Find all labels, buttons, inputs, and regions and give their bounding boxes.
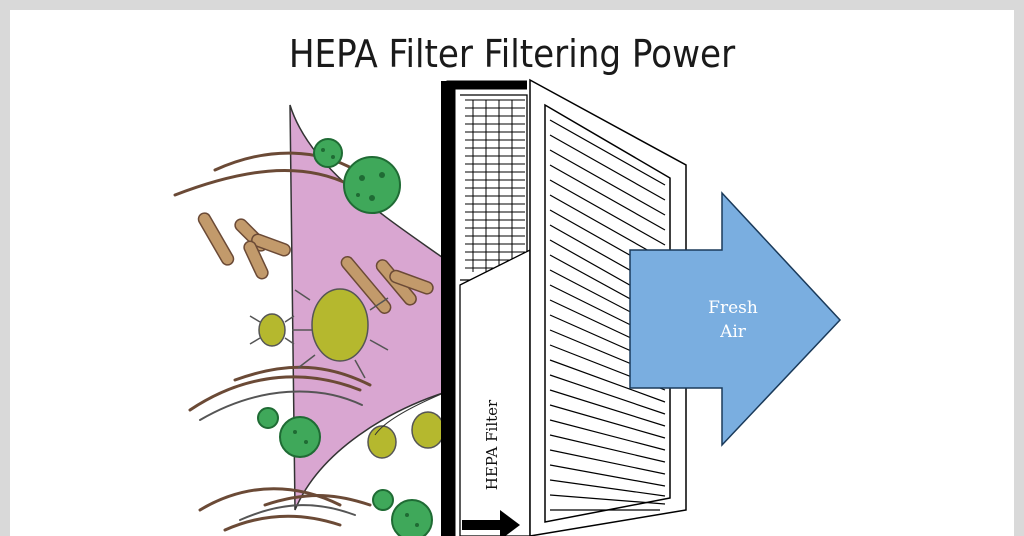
virus-icon [293,148,419,527]
arrow-right-icon [462,510,520,536]
bacteria-icon [197,212,434,314]
virus-icon [257,138,433,536]
diagram-panel: HEPA Filter Filtering Power [10,10,1014,536]
hair-strand-icon [173,151,372,532]
hair-strand-icon [199,390,363,521]
hepa-filter-label: HEPA Filter [482,390,502,500]
diagram-title: HEPA Filter Filtering Power [288,32,736,76]
fresh-air-label-line2: Air [720,322,746,342]
fresh-air-arrow [629,191,842,447]
hepa-filter-illustration [173,78,842,536]
fresh-air-label-line1: Fresh [708,298,758,318]
dust-mite-icon [249,288,445,459]
hepa-filter-label-text: HEPA Filter [483,399,501,491]
fresh-air-label: Fresh Air [678,296,788,344]
